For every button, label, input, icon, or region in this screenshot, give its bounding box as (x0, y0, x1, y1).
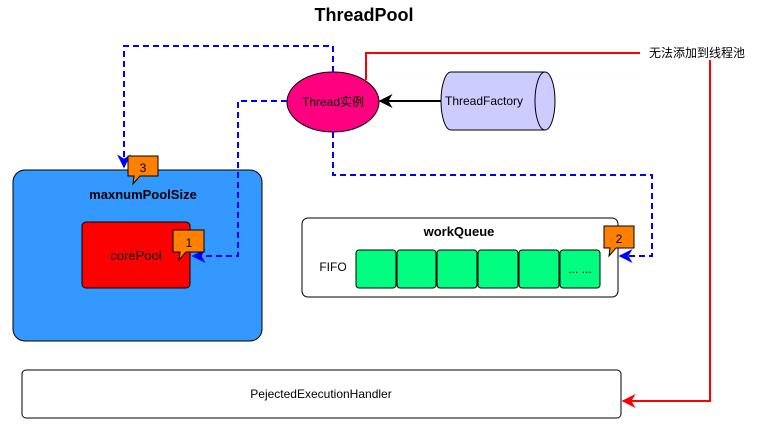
badge-core-pool-number: 1 (186, 236, 193, 250)
thread-to-max-pool-arrow (117, 45, 334, 169)
thread-to-work-queue-arrow (332, 132, 653, 263)
queue-cell (396, 249, 437, 289)
badge-core-pool: 1 (172, 229, 205, 262)
core-pool-box (81, 221, 191, 289)
queue-cell (436, 249, 478, 289)
core-pool-label: corePool (110, 248, 161, 263)
thread-factory-label: ThreadFactory (445, 94, 523, 108)
queue-cell (518, 249, 560, 289)
cannot-add-label: 无法添加到线程池 (649, 45, 745, 60)
fifo-label: FIFO (319, 260, 346, 274)
thread-to-core-pool-arrow (191, 100, 287, 263)
badge-work-queue-number: 2 (616, 232, 623, 246)
max-pool-label: maxnumPoolSize (89, 187, 197, 202)
diagram-title: ThreadPool (314, 5, 413, 25)
queue-cell-ellipsis: ... ... (568, 262, 591, 276)
thread-factory-cylinder (440, 71, 556, 131)
rejected-handler-box (21, 369, 622, 419)
queue-cell (355, 249, 397, 289)
thread-instance-label: Thread实例 (302, 94, 364, 109)
work-queue-title: workQueue (423, 224, 495, 239)
queue-cell (477, 249, 519, 289)
badge-max-pool: 3 (127, 155, 159, 186)
badge-work-queue: 2 (603, 225, 635, 258)
reject-arrow (365, 52, 640, 80)
reject-arrow-down (621, 60, 711, 408)
queue-cell (559, 249, 601, 289)
badge-max-pool-number: 3 (140, 161, 147, 175)
rejected-handler-label: PejectedExecutionHandler (250, 387, 391, 401)
